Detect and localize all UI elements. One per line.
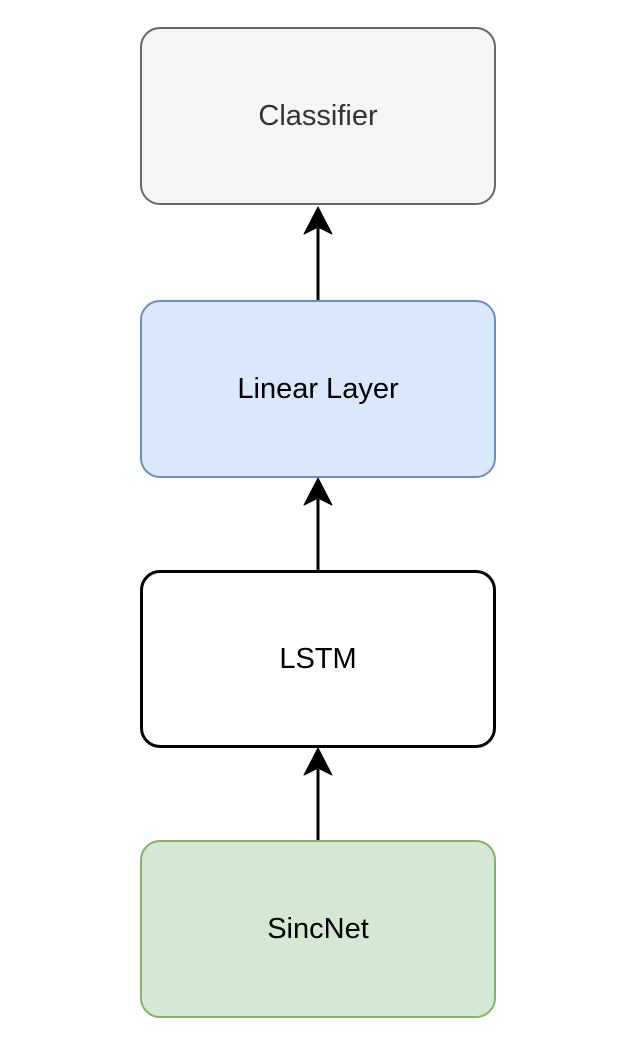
- up-arrow-icon: [303, 206, 333, 300]
- node-lstm: LSTM: [140, 570, 496, 748]
- arrow-lstm-to-linear-layer: [303, 477, 333, 570]
- node-classifier: Classifier: [140, 27, 496, 205]
- node-classifier-label: Classifier: [258, 99, 378, 132]
- up-arrow-icon: [303, 477, 333, 570]
- arrow-sincnet-to-lstm: [303, 747, 333, 840]
- node-sincnet-label: SincNet: [267, 912, 369, 945]
- node-lstm-label: LSTM: [279, 642, 357, 675]
- up-arrow-icon: [303, 747, 333, 840]
- node-linear-layer-label: Linear Layer: [237, 372, 399, 405]
- arrow-linear-layer-to-classifier: [303, 206, 333, 300]
- node-sincnet: SincNet: [140, 840, 496, 1018]
- node-linear-layer: Linear Layer: [140, 300, 496, 478]
